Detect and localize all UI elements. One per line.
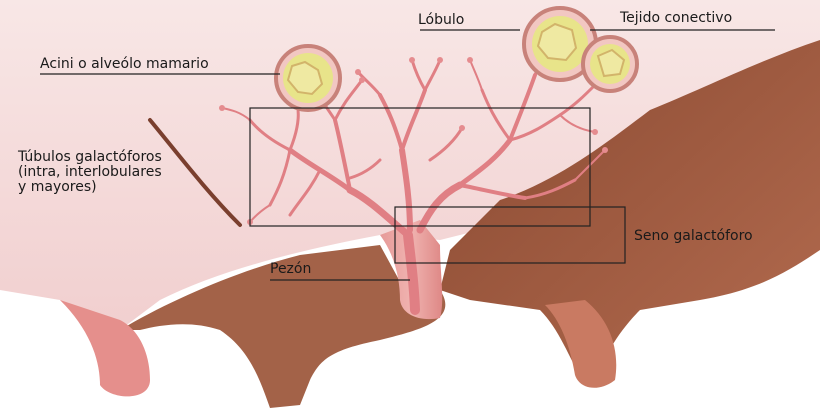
leader-lines bbox=[40, 29, 775, 281]
label-tubulos-line-3: y mayores) bbox=[18, 179, 97, 195]
label-tubulos: Túbulos galactóforos (intra, interlobula… bbox=[18, 150, 162, 195]
label-tubulos-line-1: Túbulos galactóforos bbox=[18, 149, 162, 165]
teat-right bbox=[545, 300, 617, 388]
label-lobulo: Lóbulo bbox=[418, 12, 465, 28]
duct-tree bbox=[221, 43, 606, 315]
label-acini: Acini o alveólo mamario bbox=[40, 56, 209, 72]
alveolus-cluster bbox=[274, 44, 342, 112]
connective-line bbox=[148, 118, 242, 227]
label-seno: Seno galactóforo bbox=[634, 228, 753, 244]
teat-left bbox=[60, 300, 150, 397]
label-tejido-conectivo: Tejido conectivo bbox=[620, 10, 733, 26]
label-pezon: Pezón bbox=[270, 261, 312, 277]
label-tubulos-line-2: (intra, interlobulares bbox=[18, 164, 162, 180]
lobule-cluster bbox=[522, 6, 639, 93]
udder-lower bbox=[120, 245, 446, 408]
udder-wall bbox=[440, 40, 820, 385]
